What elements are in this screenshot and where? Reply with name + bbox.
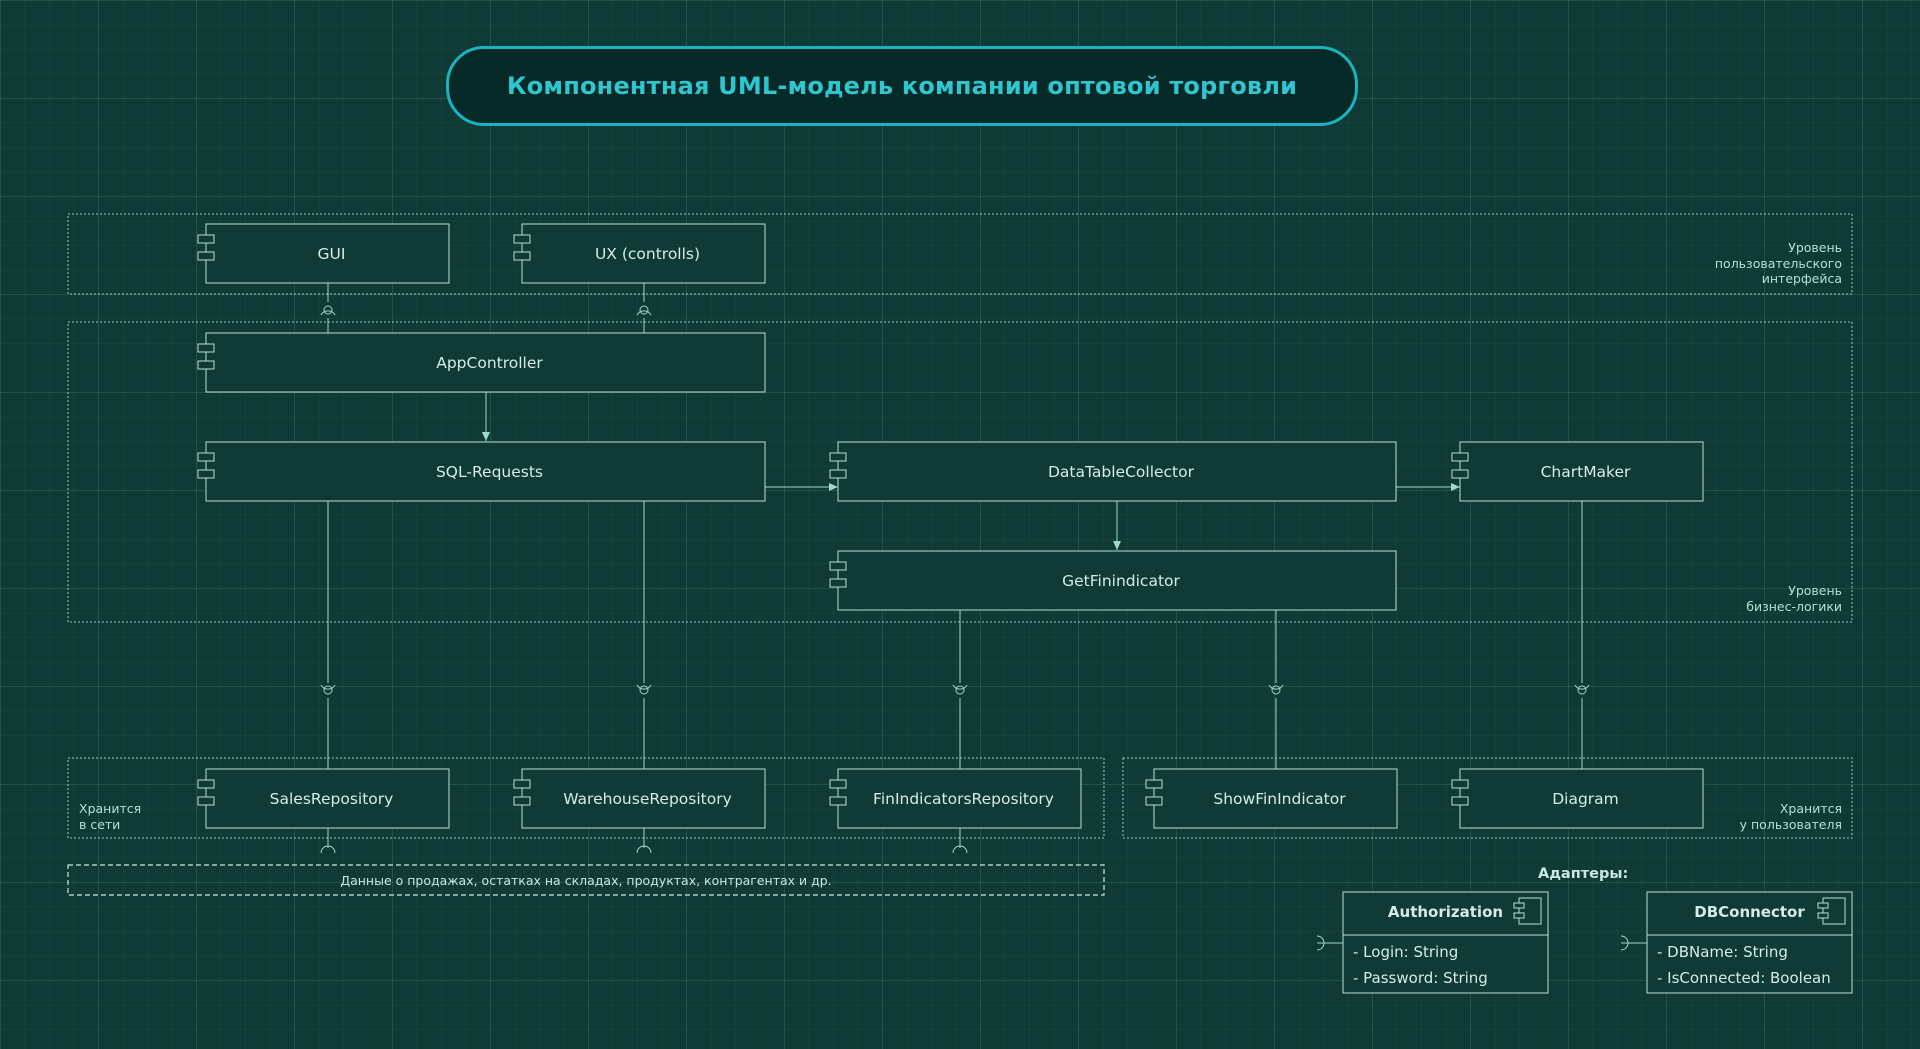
component-label-app-controller: AppController: [436, 353, 543, 372]
component-label-fin-indicators-repository: FinIndicatorsRepository: [873, 789, 1054, 808]
diagram-title-box: Компонентная UML-модель компании оптовой…: [446, 46, 1358, 126]
component-port-icon: [829, 779, 847, 806]
component-sales-repository: [197, 768, 450, 829]
dbconnector-attr-isconnected: - IsConnected: Boolean: [1657, 969, 1831, 987]
component-gui: [197, 223, 450, 284]
component-port-icon: [197, 343, 215, 370]
component-port-icon: [1145, 779, 1163, 806]
ux-provided-interface-icon: [636, 305, 652, 316]
diagram-title: Компонентная UML-модель компании оптовой…: [506, 72, 1298, 100]
sales-db-socket-icon: [320, 845, 336, 854]
dbconnector-class-box: [1646, 891, 1853, 994]
finindicators-db-socket-icon: [952, 845, 968, 854]
ui-layer-label: Уровень пользовательского интерфейса: [1714, 240, 1842, 286]
component-label-sql-requests: SQL-Requests: [435, 462, 544, 481]
component-port-icon: [1451, 452, 1469, 479]
business-layer-label: Уровень бизнес-логики: [1746, 583, 1842, 614]
component-label-diagram: Diagram: [1552, 789, 1619, 808]
user-storage-frame: [1122, 757, 1853, 839]
component-diagram: [1451, 768, 1704, 829]
component-fin-indicators-repository: [829, 768, 1082, 829]
ui-layer-frame: [67, 213, 1853, 295]
component-port-icon: [197, 234, 215, 261]
authorization-attr-login: - Login: String: [1353, 943, 1459, 961]
component-warehouse-repository: [513, 768, 766, 829]
component-port-icon: [829, 561, 847, 588]
component-label-show-fin-indicator: ShowFinIndicator: [1213, 789, 1346, 808]
component-data-table-collector: [829, 441, 1397, 502]
showfin-interface-icon: [1268, 684, 1284, 695]
component-port-icon: [197, 779, 215, 806]
data-note-frame: [67, 864, 1105, 896]
authorization-class-box: [1342, 891, 1549, 994]
dbconnector-component-icon: [1817, 897, 1846, 925]
authorization-component-icon: [1513, 897, 1542, 925]
finindicators-interface-icon: [952, 684, 968, 695]
gui-provided-interface-icon: [320, 305, 336, 316]
dbconnector-class-name: DBConnector: [1694, 903, 1805, 921]
component-sql-requests: [197, 441, 766, 502]
component-port-icon: [513, 234, 531, 261]
warehouse-db-socket-icon: [636, 845, 652, 854]
component-label-chart-maker: ChartMaker: [1540, 462, 1631, 481]
data-note: Данные о продажах, остатках на складах, …: [340, 872, 832, 888]
component-port-icon: [513, 779, 531, 806]
dbconnector-attr-dbname: - DBName: String: [1657, 943, 1788, 961]
adapters-title: Адаптеры:: [1538, 866, 1629, 882]
component-chart-maker: [1451, 441, 1704, 502]
component-app-controller: [197, 332, 766, 393]
network-storage-label: Хранится в сети: [79, 801, 142, 832]
diagram-interface-icon: [1574, 684, 1590, 695]
user-storage-label: Хранится у пользователя: [1739, 801, 1842, 832]
component-get-fin-indicator: [829, 550, 1397, 611]
authorization-attr-password: - Password: String: [1353, 969, 1488, 987]
component-label-gui: GUI: [317, 244, 346, 263]
warehouse-interface-icon: [636, 684, 652, 695]
component-port-icon: [1451, 779, 1469, 806]
component-label-get-fin-indicator: GetFinindicator: [1062, 571, 1180, 590]
component-ux: [513, 223, 766, 284]
component-show-fin-indicator: [1145, 768, 1398, 829]
component-label-warehouse-repository: WarehouseRepository: [563, 789, 732, 808]
network-storage-frame: [67, 757, 1105, 839]
component-label-ux: UX (controlls): [594, 244, 701, 263]
component-label-data-table-collector: DataTableCollector: [1047, 462, 1194, 481]
authorization-class-name: Authorization: [1387, 903, 1504, 921]
component-port-icon: [197, 452, 215, 479]
component-label-sales-repository: SalesRepository: [269, 789, 394, 808]
component-port-icon: [829, 452, 847, 479]
sales-interface-icon: [320, 684, 336, 695]
